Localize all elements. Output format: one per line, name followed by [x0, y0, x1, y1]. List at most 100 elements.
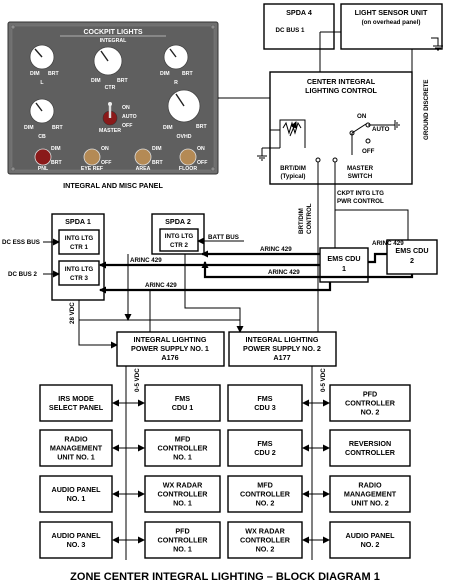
load-mid2-box-2 [227, 429, 303, 467]
dc-ess-bus-label: DC ESS BUS [2, 239, 40, 246]
master-toggle-switch[interactable]: ON AUTO OFF MASTER [99, 102, 137, 134]
load-left-text-4-1: AUDIO PANEL [52, 531, 102, 540]
ems-cdu-2-box [386, 239, 438, 275]
arinc-1: ARINC 429 [260, 246, 292, 253]
knob-ctr[interactable]: DIM BRT CTR [91, 46, 128, 91]
load-right-text-3-3: UNIT NO. 2 [351, 499, 389, 508]
light-sensor-subtitle: (on overhead panel) [362, 19, 421, 26]
svg-text:BRT: BRT [196, 124, 207, 130]
load-right-text-1-3: NO. 2 [361, 408, 380, 417]
panel-title: COCKPIT LIGHTS [83, 29, 142, 36]
load-mid2-text-4-3: NO. 2 [256, 545, 275, 554]
brt-dim-control-1: BRT/DIM [298, 208, 305, 234]
load-left-text-1-2: SELECT PANEL [49, 403, 104, 412]
load-mid1-text-2-2: CONTROLLER [158, 444, 209, 453]
svg-text:DIM: DIM [51, 146, 61, 152]
light-sensor-box [340, 3, 443, 50]
cilc-title-2: LIGHTING CONTROL [305, 86, 377, 95]
load-left-text-2-3: UNIT NO. 1 [57, 453, 95, 462]
svg-text:INTG LTG: INTG LTG [65, 235, 94, 242]
knob-eye-ref[interactable]: ON OFF EYE REF [81, 146, 111, 172]
load-mid1-text-4-1: PFD [175, 527, 189, 536]
svg-text:1: 1 [342, 264, 346, 273]
svg-text:OFF: OFF [122, 123, 132, 129]
load-mid1-box-4 [144, 521, 221, 559]
load-right-text-3-2: MANAGEMENT [344, 490, 397, 499]
load-mid2-text-3-1: MFD [257, 481, 273, 490]
batt-bus-label: BATT BUS [208, 234, 239, 241]
knob-pnl[interactable]: DIM BRT PNL [34, 146, 62, 172]
load-right-text-1-2: CONTROLLER [345, 399, 396, 408]
load-right-box-4 [329, 521, 411, 559]
spda2-title: SPDA 2 [165, 217, 191, 226]
cilc-master-switch [349, 120, 400, 155]
load-mid2-text-3-3: NO. 2 [256, 499, 275, 508]
cilc-pot-label-1: BRT/DIM [280, 165, 306, 172]
svg-text:DIM: DIM [152, 146, 162, 152]
load-mid1-text-1-1: FMS [175, 394, 190, 403]
knob-area[interactable]: DIM BRT AREA [134, 146, 163, 172]
load-left-text-3-1: AUDIO PANEL [52, 485, 102, 494]
svg-text:INTEGRAL LIGHTING: INTEGRAL LIGHTING [246, 335, 319, 344]
knob-ovhd[interactable]: DIM BRT OVHD [163, 89, 207, 140]
svg-text:BRT: BRT [52, 125, 63, 131]
dc-bus2-label: DC BUS 2 [8, 271, 37, 278]
spda1-box [51, 213, 105, 301]
svg-text:ON: ON [101, 146, 109, 152]
svg-text:CTR 3: CTR 3 [70, 275, 88, 282]
intg-ltg-ctr1-box [58, 229, 100, 255]
load-right-text-4-2: NO. 2 [361, 540, 380, 549]
svg-text:EMS CDU: EMS CDU [395, 246, 428, 255]
svg-text:DIM: DIM [91, 78, 101, 84]
arinc-5: ARINC 429 [145, 282, 177, 289]
load-mid1-text-4-2: CONTROLLER [158, 536, 209, 545]
load-mid1-box-1 [144, 384, 221, 422]
svg-text:PNL: PNL [38, 166, 49, 172]
svg-text:DIM: DIM [24, 125, 34, 131]
svg-text:2: 2 [410, 256, 414, 265]
svg-text:A177: A177 [273, 353, 290, 362]
svg-text:EYE REF: EYE REF [81, 166, 103, 172]
integral-misc-panel: COCKPIT LIGHTS INTEGRAL DIM BRT L DIM BR… [7, 21, 219, 175]
load-left-text-2-2: MANAGEMENT [50, 444, 103, 453]
svg-text:DIM: DIM [163, 125, 173, 131]
load-left-text-4-2: NO. 3 [67, 540, 86, 549]
ground-discrete-label: GROUND DISCRETE [423, 79, 430, 140]
load-left-text-3-2: NO. 1 [67, 494, 86, 503]
power-supply-1-box [116, 331, 225, 367]
cilc-off: OFF [362, 148, 375, 155]
load-mid1-text-1-2: CDU 1 [172, 403, 194, 412]
svg-text:L: L [40, 80, 44, 86]
svg-text:BRT: BRT [152, 160, 163, 166]
vdc05-1: 0-5 VDC [134, 368, 141, 392]
knob-l[interactable]: DIM BRT L [29, 44, 59, 86]
load-mid1-text-3-3: NO. 1 [173, 499, 192, 508]
load-left-text-1-1: IRS MODE [58, 394, 94, 403]
ckpt-control-2: PWR CONTROL [337, 198, 384, 205]
svg-text:INTG LTG: INTG LTG [65, 266, 94, 273]
vdc05-2: 0-5 VDC [320, 368, 327, 392]
knob-floor[interactable]: ON OFF FLOOR [179, 146, 207, 172]
load-mid2-box-1 [227, 384, 303, 422]
svg-text:ON: ON [122, 105, 130, 111]
brt-dim-control-2: CONTROL [306, 203, 313, 234]
svg-text:CTR 2: CTR 2 [170, 242, 188, 249]
svg-text:MASTER: MASTER [99, 128, 121, 134]
load-left-text-2-1: RADIO [64, 435, 88, 444]
svg-text:EMS CDU: EMS CDU [327, 254, 360, 263]
load-left-box-4 [39, 521, 113, 559]
spda4-bus: DC BUS 1 [276, 27, 305, 34]
knob-cb[interactable]: DIM BRT CB [24, 98, 63, 140]
svg-text:INTEGRAL LIGHTING: INTEGRAL LIGHTING [134, 335, 207, 344]
svg-text:OFF: OFF [101, 160, 111, 166]
load-right-box-1 [329, 384, 411, 422]
light-sensor-title: LIGHT SENSOR UNIT [355, 8, 428, 17]
knob-r[interactable]: DIM BRT R [160, 44, 193, 86]
arinc-2: ARINC 429 [372, 240, 404, 247]
load-mid2-text-2-1: FMS [257, 439, 272, 448]
panel-integral-label: INTEGRAL [100, 38, 127, 44]
svg-text:R: R [174, 80, 178, 86]
cilc-pot-label-2: (Typical) [281, 173, 306, 180]
cilc-on: ON [357, 113, 367, 120]
